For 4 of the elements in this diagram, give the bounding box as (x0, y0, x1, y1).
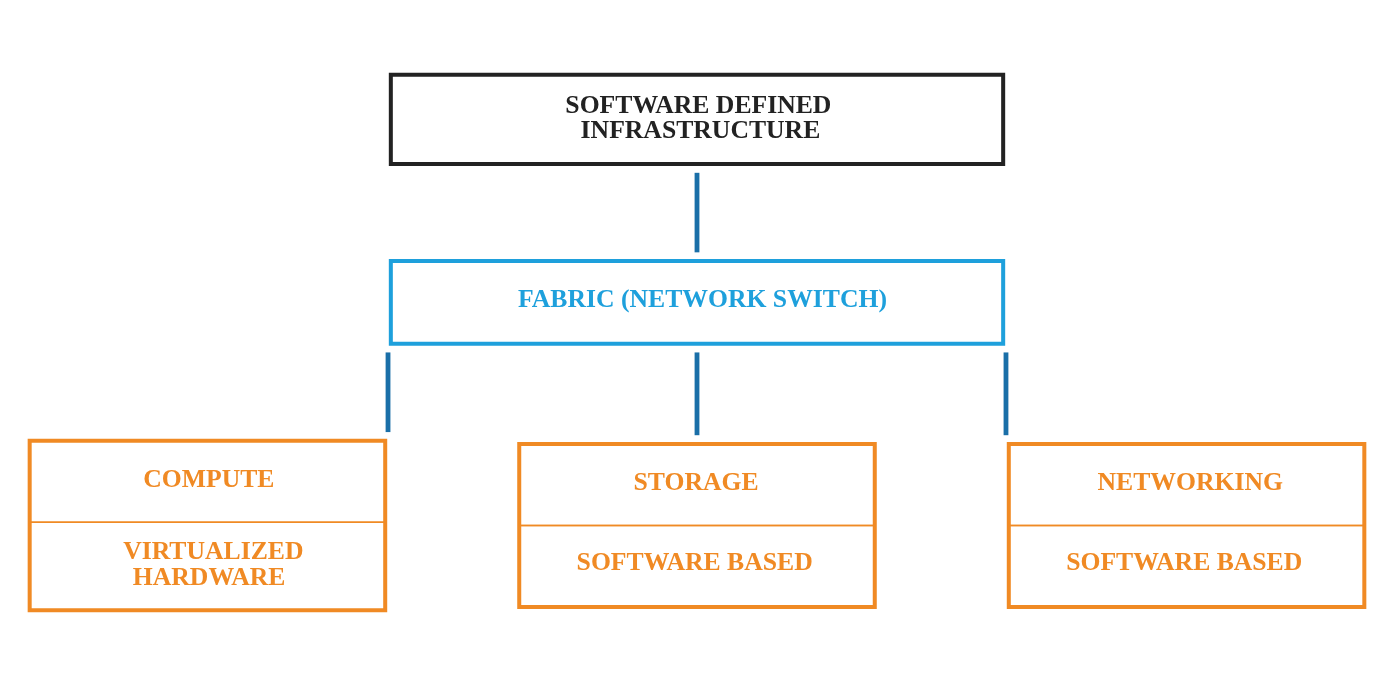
connector (1003, 351, 1009, 435)
connector (694, 172, 700, 252)
connector (385, 351, 391, 432)
connector (694, 351, 700, 435)
